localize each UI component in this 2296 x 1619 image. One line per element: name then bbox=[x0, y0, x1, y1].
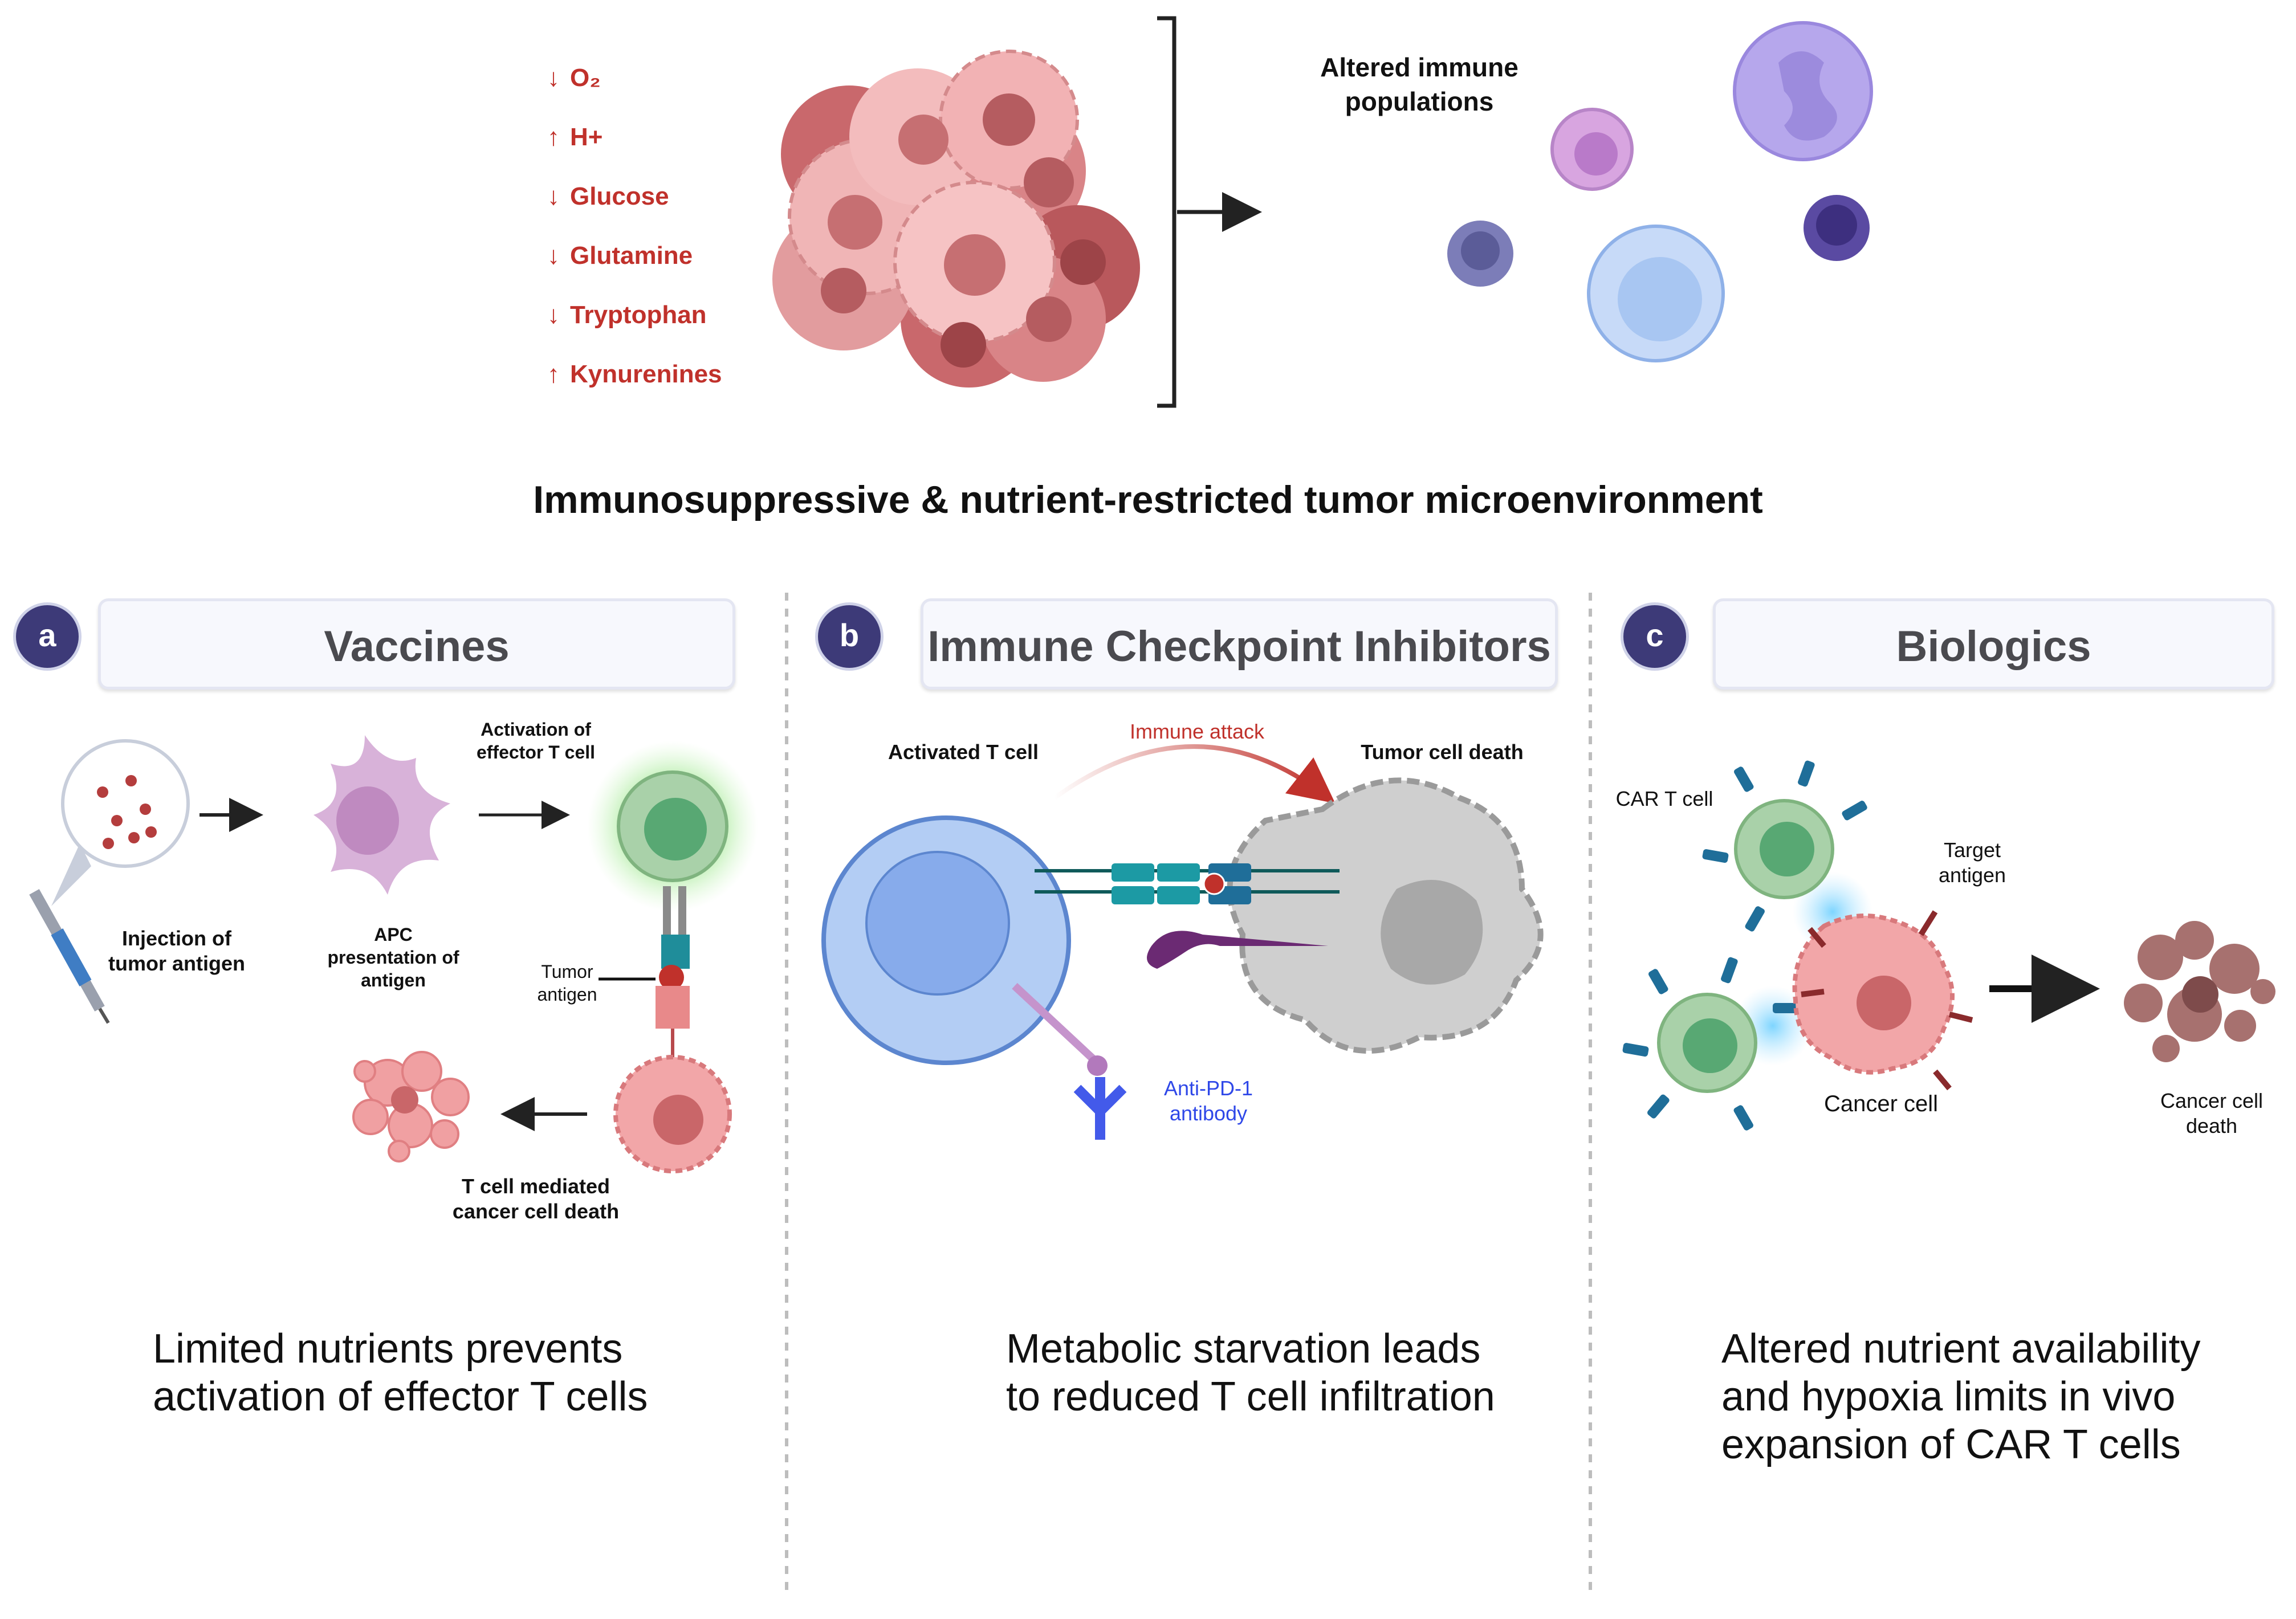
activation-label: Activation of effector T cell bbox=[476, 719, 596, 762]
panel-b-badge: b bbox=[818, 605, 881, 668]
panel-c-title: Biologics bbox=[1713, 598, 2274, 690]
panel-b-title: Immune Checkpoint Inhibitors bbox=[921, 598, 1558, 690]
tumor-antigen-label: Tumor antigen bbox=[537, 961, 597, 1005]
panel-c-badge: c bbox=[1623, 605, 1686, 668]
target-antigen-label: Target antigen bbox=[1938, 838, 2006, 887]
car-t-label: CAR T cell bbox=[1615, 787, 1713, 810]
panel-a-title: Vaccines bbox=[98, 598, 735, 690]
car-t-illustration bbox=[1622, 760, 2275, 1131]
tme-factor: ↑Kynurenines bbox=[547, 360, 722, 388]
cancer-death-label: Cancer cell death bbox=[2160, 1089, 2264, 1137]
injection-label: Injection of tumor antigen bbox=[108, 927, 245, 975]
activated-tcell-label: Activated T cell bbox=[888, 740, 1039, 764]
immune-cells-icon bbox=[1447, 21, 1873, 362]
tcell-death-label: T cell mediated cancer cell death bbox=[452, 1175, 620, 1223]
immune-attack-label: Immune attack bbox=[1129, 720, 1265, 743]
cancer-cell-label: Cancer cell bbox=[1823, 1091, 1939, 1116]
tme-factor: ↓Glutamine bbox=[547, 242, 693, 270]
vaccine-illustration bbox=[29, 735, 758, 1173]
panel-c-caption: Altered nutrient availability and hypoxi… bbox=[1721, 1326, 2201, 1467]
altered-immune-label: Altered immune populations bbox=[1320, 52, 1519, 116]
bracket bbox=[1157, 16, 1177, 408]
tme-factor: ↓Tryptophan bbox=[547, 301, 707, 329]
tme-factor: ↓O₂ bbox=[547, 64, 601, 92]
tme-factor: ↑H+ bbox=[547, 123, 603, 151]
panel-b-caption: Metabolic starvation leads to reduced T … bbox=[1006, 1326, 1495, 1420]
anti-pd1-label: Anti-PD-1 antibody bbox=[1163, 1076, 1253, 1125]
tme-factor-list: ↓O₂ ↑H+ ↓Glucose ↓Glutamine ↓Tryptophan … bbox=[547, 48, 722, 404]
checkpoint-illustration bbox=[821, 744, 1544, 1140]
main-title: Immunosuppressive & nutrient-restricted … bbox=[533, 478, 1763, 521]
apc-label: APC presentation of antigen bbox=[327, 924, 459, 990]
tme-factor: ↓Glucose bbox=[547, 182, 669, 210]
tumor-death-label: Tumor cell death bbox=[1361, 740, 1524, 764]
panel-a-badge: a bbox=[16, 605, 79, 668]
panel-a-caption: Limited nutrients prevents activation of… bbox=[153, 1326, 648, 1420]
tumor-cluster-icon bbox=[772, 50, 1140, 388]
